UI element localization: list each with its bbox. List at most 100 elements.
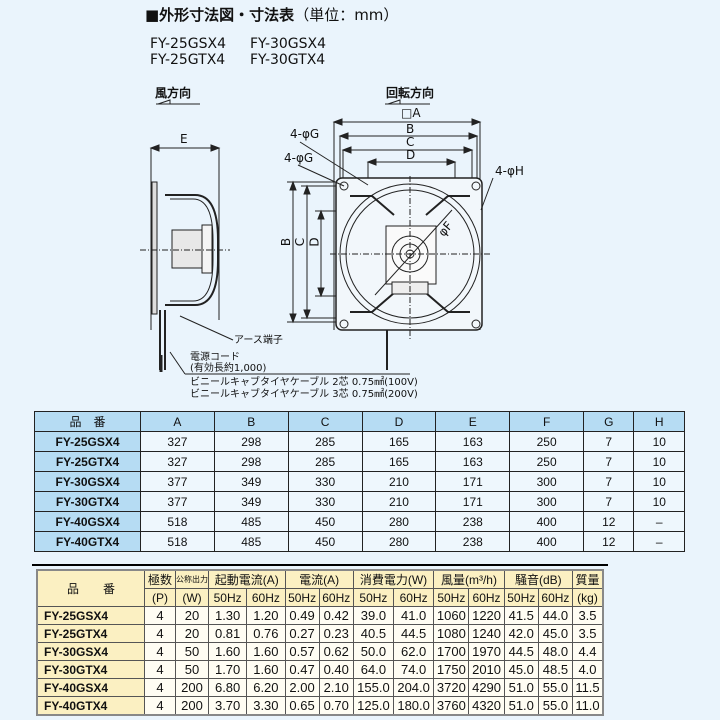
value-cell: 400 — [509, 511, 585, 532]
value-cell: 50 — [175, 660, 209, 679]
model-cell: FY-25GTX4 — [34, 451, 141, 472]
spec-table: 品 番 極数 公称出力 起動電流(A) 電流(A) 消費電力(W) 風量(m³/… — [36, 569, 604, 716]
value-cell: 50.0 — [352, 642, 395, 661]
dimension-table-header: 品 番 A B C D E F G H — [34, 411, 685, 432]
value-cell: 10 — [633, 431, 685, 452]
value-cell: 485 — [213, 531, 289, 552]
value-cell: 518 — [140, 511, 215, 532]
model-cell: FY-30GSX4 — [36, 642, 145, 661]
value-cell: 210 — [361, 471, 437, 492]
model-cell: FY-25GSX4 — [34, 431, 141, 452]
value-cell: 11.5 — [571, 678, 604, 697]
value-cell: 300 — [509, 491, 585, 512]
value-cell: 6.20 — [246, 678, 286, 697]
value-cell: 10 — [633, 471, 685, 492]
value-cell: 180.0 — [393, 696, 435, 716]
value-cell: 0.42 — [318, 606, 354, 625]
dim-label-c-vertical: C — [293, 237, 308, 247]
value-cell: 55.0 — [537, 696, 573, 716]
value-cell: 0.49 — [284, 606, 320, 625]
power-cord-label: 電源コード — [190, 352, 240, 363]
col-header: G — [583, 411, 635, 432]
value-cell: 450 — [287, 511, 363, 532]
col-header-output: 公称出力 — [175, 569, 209, 589]
value-cell: 250 — [509, 431, 585, 452]
col-header: E — [435, 411, 511, 432]
col-header-airflow: 風量(m³/h) — [433, 569, 505, 589]
value-cell: 1.70 — [207, 660, 248, 679]
value-cell: 44.5 — [503, 642, 539, 661]
value-cell: 400 — [509, 531, 585, 552]
model-cell: FY-25GTX4 — [36, 624, 145, 643]
title-unit: （単位：mm） — [294, 6, 399, 24]
value-cell: 4320 — [468, 696, 505, 716]
value-cell: – — [633, 511, 685, 532]
wind-direction-arrow-icon — [156, 99, 200, 105]
value-cell: 20 — [175, 624, 209, 643]
value-cell: 165 — [361, 451, 437, 472]
col-header-noise: 騒音(dB) — [503, 569, 573, 589]
dim-label-a: □A — [401, 106, 421, 120]
value-cell: 64.0 — [352, 660, 395, 679]
col-sub-50hz: 50Hz — [284, 588, 320, 607]
value-cell: 280 — [361, 531, 437, 552]
value-cell: 125.0 — [352, 696, 395, 716]
value-cell: 3720 — [433, 678, 470, 697]
value-cell: 0.76 — [246, 624, 286, 643]
dim-label-b: B — [406, 122, 415, 136]
value-cell: 2010 — [468, 660, 505, 679]
value-cell: 298 — [213, 451, 289, 472]
value-cell: 1700 — [433, 642, 470, 661]
model-cell: FY-25GSX4 — [36, 606, 145, 625]
hole-label-g1: 4-φG — [290, 127, 320, 141]
col-header: A — [140, 411, 215, 432]
value-cell: 45.0 — [503, 660, 539, 679]
col-sub-poles: (P) — [144, 588, 176, 607]
value-cell: 377 — [140, 471, 215, 492]
col-sub-weight: (kg) — [571, 588, 604, 607]
col-sub-60hz: 60Hz — [318, 588, 354, 607]
hole-label-h: 4-φH — [495, 164, 524, 178]
value-cell: 42.0 — [503, 624, 539, 643]
value-cell: 10 — [633, 491, 685, 512]
value-cell: 51.0 — [503, 678, 539, 697]
value-cell: 300 — [509, 471, 585, 492]
cable-spec-200v: ビニールキャブタイヤケーブル 3芯 0.75㎟(200V) — [190, 389, 418, 400]
value-cell: 48.5 — [537, 660, 573, 679]
value-cell: 74.0 — [393, 660, 435, 679]
value-cell: 1.60 — [246, 660, 286, 679]
value-cell: 41.5 — [503, 606, 539, 625]
value-cell: 1.60 — [246, 642, 286, 661]
hole-label-g2: 4-φG — [284, 151, 314, 165]
value-cell: 2.00 — [284, 678, 320, 697]
value-cell: 298 — [213, 431, 289, 452]
value-cell: 7 — [583, 471, 635, 492]
model-label: FY-30GTX4 — [250, 52, 326, 68]
rotation-arrow-icon — [385, 99, 430, 105]
col-header: H — [633, 411, 685, 432]
value-cell: 518 — [140, 531, 215, 552]
value-cell: 0.62 — [318, 642, 354, 661]
dim-label-c: C — [406, 135, 415, 149]
value-cell: 285 — [287, 431, 363, 452]
value-cell: 7 — [583, 491, 635, 512]
value-cell: 163 — [435, 431, 511, 452]
value-cell: 44.5 — [393, 624, 435, 643]
value-cell: 349 — [213, 491, 289, 512]
wind-direction-label: 風方向 — [155, 86, 192, 100]
dimension-drawing — [140, 99, 494, 375]
value-cell: 44.0 — [537, 606, 573, 625]
model-cell: FY-30GTX4 — [36, 660, 145, 679]
value-cell: 11.0 — [571, 696, 604, 716]
cable-spec-100v: ビニールキャブタイヤケーブル 2芯 0.75㎟(100V) — [190, 377, 418, 388]
value-cell: 450 — [287, 531, 363, 552]
value-cell: 7 — [583, 451, 635, 472]
value-cell: 1970 — [468, 642, 505, 661]
value-cell: 1.60 — [207, 642, 248, 661]
